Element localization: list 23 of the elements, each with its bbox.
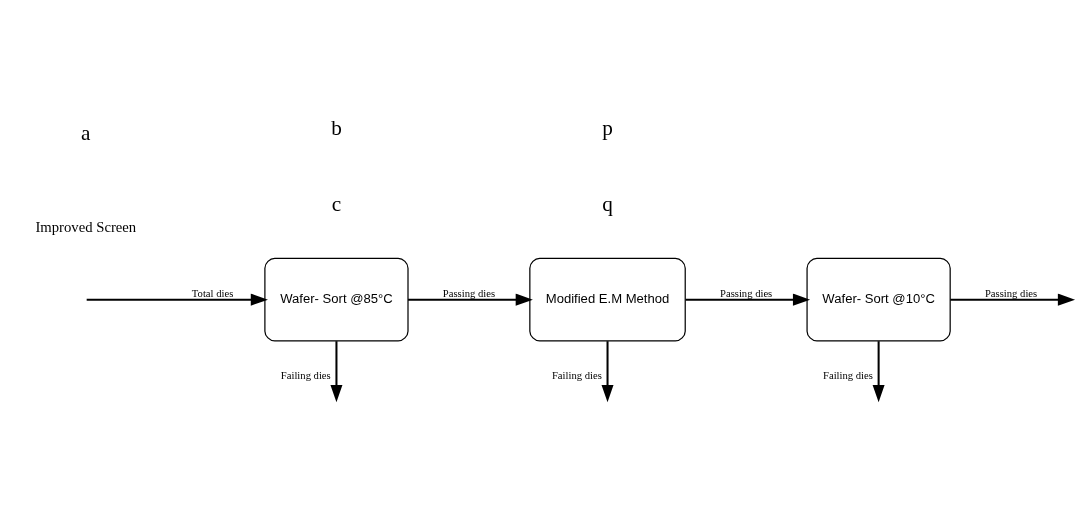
label: b (331, 115, 342, 140)
arrow (86, 293, 268, 306)
arrow (330, 341, 343, 403)
edge-label: Passing dies (984, 287, 1038, 299)
edge-label: Failing dies (280, 369, 331, 381)
label: q (602, 191, 613, 216)
label: Improved Screen (35, 219, 137, 236)
edge-label: Total dies (191, 287, 234, 299)
label: c (331, 191, 342, 216)
arrow (601, 341, 614, 403)
node-box: Wafer- Sort @85°C (264, 257, 409, 342)
edge-label: Failing dies (551, 369, 602, 381)
arrow (685, 293, 811, 306)
edge-label: Failing dies (823, 369, 873, 381)
edge-label: Passing dies (720, 287, 773, 299)
node-box: Modified E.M Method (529, 257, 686, 342)
edge-label: Passing dies (442, 287, 496, 299)
label: a (81, 120, 91, 145)
label: p (602, 115, 613, 140)
arrow (872, 341, 885, 403)
node-box: Wafer- Sort @10°C (806, 257, 951, 342)
arrow (950, 293, 1076, 306)
arrow (408, 293, 533, 306)
